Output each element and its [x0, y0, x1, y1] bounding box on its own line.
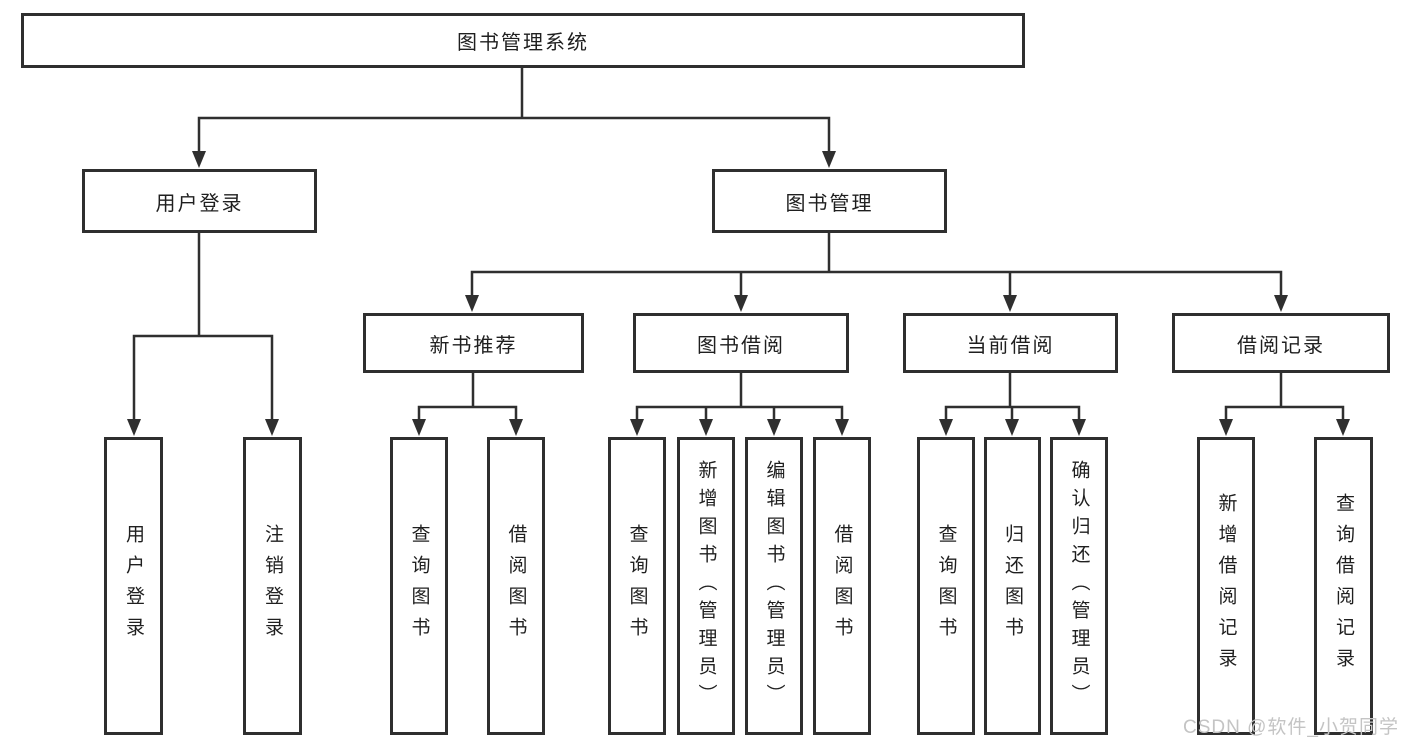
- arrowhead: [1274, 295, 1288, 312]
- node-label: 注销登录: [262, 524, 283, 648]
- arrowhead: [822, 151, 836, 168]
- node-leaf-edit-book-admin: 编辑图书（管理员）: [745, 437, 803, 735]
- node-leaf-borrow-books-2: 借阅图书: [813, 437, 871, 735]
- node-leaf-query-books-3: 查询图书: [917, 437, 975, 735]
- arrowhead: [127, 419, 141, 436]
- node-current-borrow: 当前借阅: [903, 313, 1118, 373]
- arrowhead: [412, 419, 426, 436]
- arrowhead: [630, 419, 644, 436]
- arrowhead: [939, 419, 953, 436]
- arrowhead: [734, 295, 748, 312]
- node-label: 归还图书: [1002, 524, 1023, 648]
- connector-new-book-section: [412, 371, 523, 436]
- arrowhead: [767, 419, 781, 436]
- node-label: 查询图书: [626, 524, 648, 648]
- node-label: 用户登录: [123, 524, 144, 648]
- node-leaf-logout: 注销登录: [243, 437, 302, 735]
- arrowhead: [509, 419, 523, 436]
- node-label: 图书管理: [785, 192, 874, 215]
- node-label: 借阅图书: [831, 524, 853, 648]
- arrowhead: [1336, 419, 1350, 436]
- arrowhead: [1072, 419, 1086, 436]
- arrowhead: [699, 419, 713, 436]
- node-leaf-query-books-2: 查询图书: [608, 437, 666, 735]
- node-borrow-records: 借阅记录: [1172, 313, 1390, 373]
- node-user-login-branch: 用户登录: [82, 169, 317, 233]
- connector-user-branch: [127, 231, 279, 436]
- arrowhead: [192, 151, 206, 168]
- node-label: 当前借阅: [966, 334, 1055, 357]
- node-label: 确认归还（管理员）: [1068, 460, 1090, 712]
- node-label: 新书推荐: [429, 334, 518, 357]
- node-label: 查询借阅记录: [1333, 493, 1354, 679]
- node-leaf-query-books-1: 查询图书: [390, 437, 448, 735]
- node-label: 查询图书: [408, 524, 430, 648]
- connector-current-borrow-section: [939, 371, 1086, 436]
- connector-root-to-level2: [192, 66, 836, 168]
- arrowhead: [1003, 295, 1017, 312]
- node-label: 图书借阅: [697, 334, 785, 357]
- node-leaf-confirm-return-admin: 确认归还（管理员）: [1050, 437, 1108, 735]
- node-leaf-query-borrow-record: 查询借阅记录: [1314, 437, 1373, 735]
- node-label: 用户登录: [155, 192, 244, 215]
- node-leaf-user-login: 用户登录: [104, 437, 163, 735]
- node-label: 新增图书（管理员）: [695, 460, 717, 712]
- node-leaf-return-book: 归还图书: [984, 437, 1041, 735]
- connector-book-borrow-section: [630, 371, 849, 436]
- node-leaf-add-book-admin: 新增图书（管理员）: [677, 437, 735, 735]
- connector-book-branch: [465, 231, 1288, 312]
- node-label: 编辑图书（管理员）: [763, 460, 785, 712]
- arrowhead: [265, 419, 279, 436]
- node-leaf-borrow-books-1: 借阅图书: [487, 437, 545, 735]
- node-leaf-add-borrow-record: 新增借阅记录: [1197, 437, 1255, 735]
- connector-borrow-records-section: [1219, 371, 1350, 436]
- node-book-borrow: 图书借阅: [633, 313, 849, 373]
- csdn-watermark: CSDN @软件_小贺同学: [1183, 717, 1399, 738]
- arrowhead: [465, 295, 479, 312]
- arrowhead: [835, 419, 849, 436]
- node-label: 图书管理系统: [457, 32, 589, 54]
- node-new-book-recommend: 新书推荐: [363, 313, 584, 373]
- arrowhead: [1005, 419, 1019, 436]
- node-label: 借阅图书: [505, 524, 527, 648]
- node-label: 借阅记录: [1237, 334, 1325, 357]
- node-label: 新增借阅记录: [1215, 493, 1237, 679]
- node-label: 查询图书: [935, 524, 957, 648]
- arrowhead: [1219, 419, 1233, 436]
- node-library-management-system: 图书管理系统: [21, 13, 1025, 68]
- node-book-management-branch: 图书管理: [712, 169, 947, 233]
